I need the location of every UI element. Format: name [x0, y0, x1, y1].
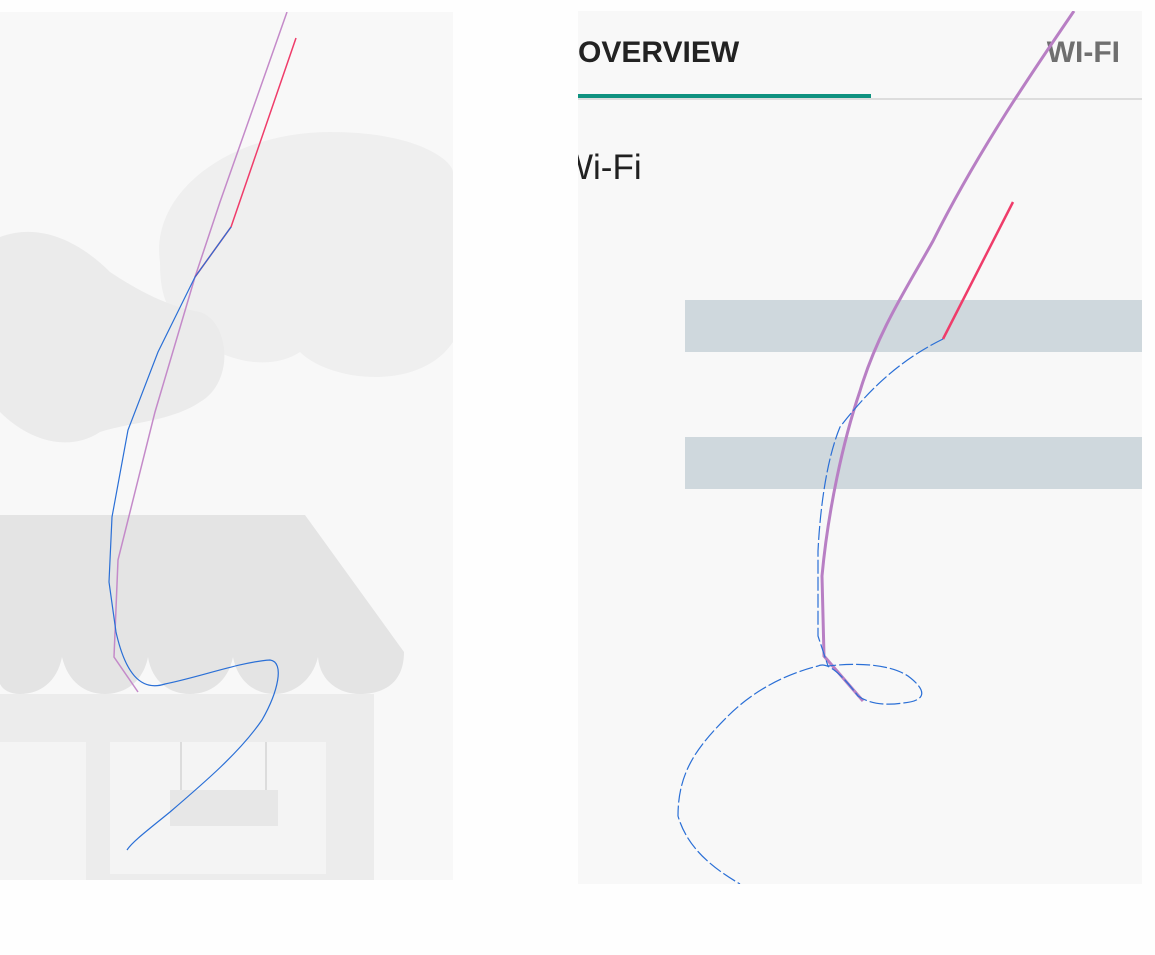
tab-overview[interactable]: OVERVIEW: [578, 36, 740, 69]
cloud-front: [0, 231, 225, 443]
trace-purple: [820, 11, 1076, 702]
tab-wifi[interactable]: WI-FI: [1046, 36, 1120, 69]
gesture-trace-overlay: [108, 12, 297, 851]
loading-placeholder-bar: [685, 300, 1142, 352]
trace-blue: [108, 226, 279, 851]
app-screen: OVERVIEW WI-FI Wi-Fi: [578, 11, 1142, 884]
tab-bar-divider: [578, 98, 1142, 100]
empty-state-illustration-panel: [0, 12, 453, 880]
loading-placeholder-bar: [685, 437, 1142, 489]
storefront-pillar: [0, 742, 86, 880]
trace-purple: [113, 12, 288, 693]
storefront-awning: [0, 515, 404, 694]
storefront-illustration: [0, 12, 453, 880]
section-title: Wi-Fi: [578, 148, 642, 187]
selected-tab-indicator: [578, 94, 871, 98]
hanging-sign: [170, 790, 278, 826]
cloud-back: [159, 132, 453, 377]
tab-bar: OVERVIEW WI-FI: [578, 11, 1142, 100]
trace-blue: [677, 338, 944, 884]
